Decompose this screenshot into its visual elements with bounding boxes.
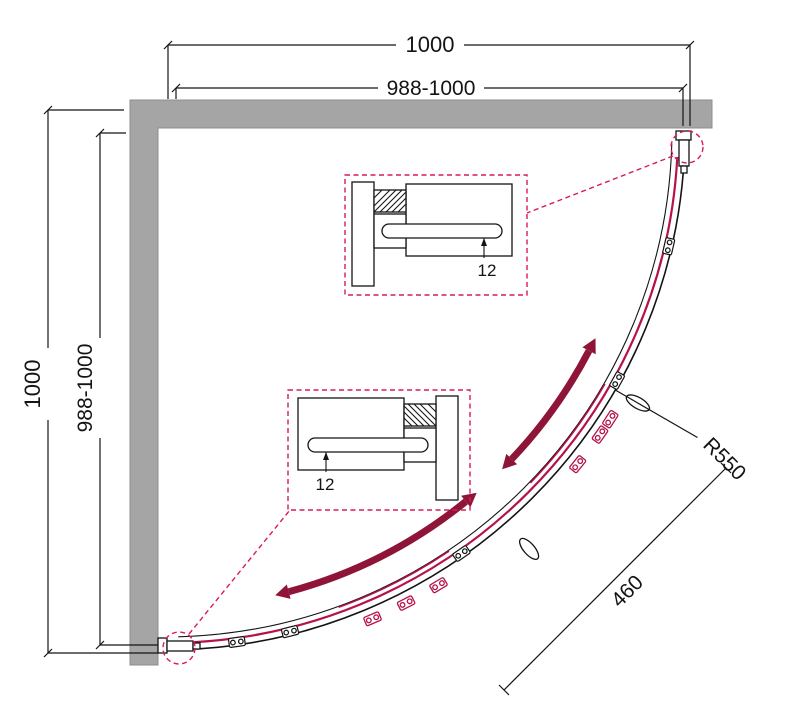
arrowhead-icon (502, 453, 518, 470)
door-roller-bracket (396, 594, 416, 612)
door-panel-arc-1 (527, 156, 679, 494)
door-roller-bracket (601, 409, 620, 430)
arrowhead-icon (323, 452, 329, 460)
detail-frame (344, 174, 528, 296)
door-roller-bracket (568, 454, 587, 474)
hatch-pattern (373, 189, 407, 213)
wall-section (129, 99, 713, 666)
dim-label-left-outer: 1000 (20, 360, 45, 409)
slide-direction-arrow-1 (502, 338, 596, 470)
detail-leader-top (526, 155, 674, 214)
hatch-pattern (403, 403, 437, 427)
arrowhead-icon (275, 584, 291, 599)
arrowhead-icon (582, 338, 596, 355)
dim-label-top-outer: 1000 (406, 32, 455, 57)
glass-thickness-label-bottom: 12 (316, 475, 335, 494)
dimension-left-inner: 988-1000 (74, 128, 158, 650)
glass-panel-section (307, 437, 429, 453)
detail-leader-bottom (188, 509, 291, 635)
glass-track-inner-arc (178, 143, 673, 638)
detail-callout-bottom: 12 (287, 389, 471, 511)
arrowhead-icon (481, 238, 487, 246)
door-panel-edge-1 (529, 383, 606, 484)
wall-profile-bottom-left (157, 637, 201, 654)
dim-label-left-inner: 988-1000 (74, 344, 97, 433)
roller-bracket (451, 544, 472, 563)
roller-bracket (608, 370, 626, 391)
door-roller-bracket (428, 576, 449, 594)
detail-circle-top-right (670, 130, 704, 164)
dimension-left-outer: 1000 (20, 105, 158, 658)
opening-label: 460 (607, 571, 648, 612)
arrowhead-icon (461, 492, 477, 508)
detail-circle-bottom-left (162, 631, 196, 665)
door-handle (518, 537, 540, 561)
door-roller-bracket (362, 610, 383, 627)
radius-label: R550 (698, 433, 750, 485)
door-panel-edge-2 (338, 550, 450, 609)
slide-direction-arrow-2 (275, 492, 477, 599)
roller-bracket (661, 236, 676, 256)
opening-dimension: 460 (498, 462, 732, 696)
wall-profile-top-right (675, 130, 692, 174)
detail-frame (287, 389, 471, 511)
glass-thickness-label-top: 12 (478, 261, 497, 280)
dimension-top-outer: 1000 (163, 32, 695, 126)
dimension-top-inner: 988-1000 (171, 77, 688, 126)
dim-label-top-inner: 988-1000 (387, 77, 476, 100)
glass-panel-section (381, 223, 503, 239)
roller-bracket (227, 635, 247, 649)
roller-bracket (280, 624, 300, 639)
detail-callout-top: 12 (344, 174, 528, 296)
door-roller-bracket (591, 424, 609, 445)
